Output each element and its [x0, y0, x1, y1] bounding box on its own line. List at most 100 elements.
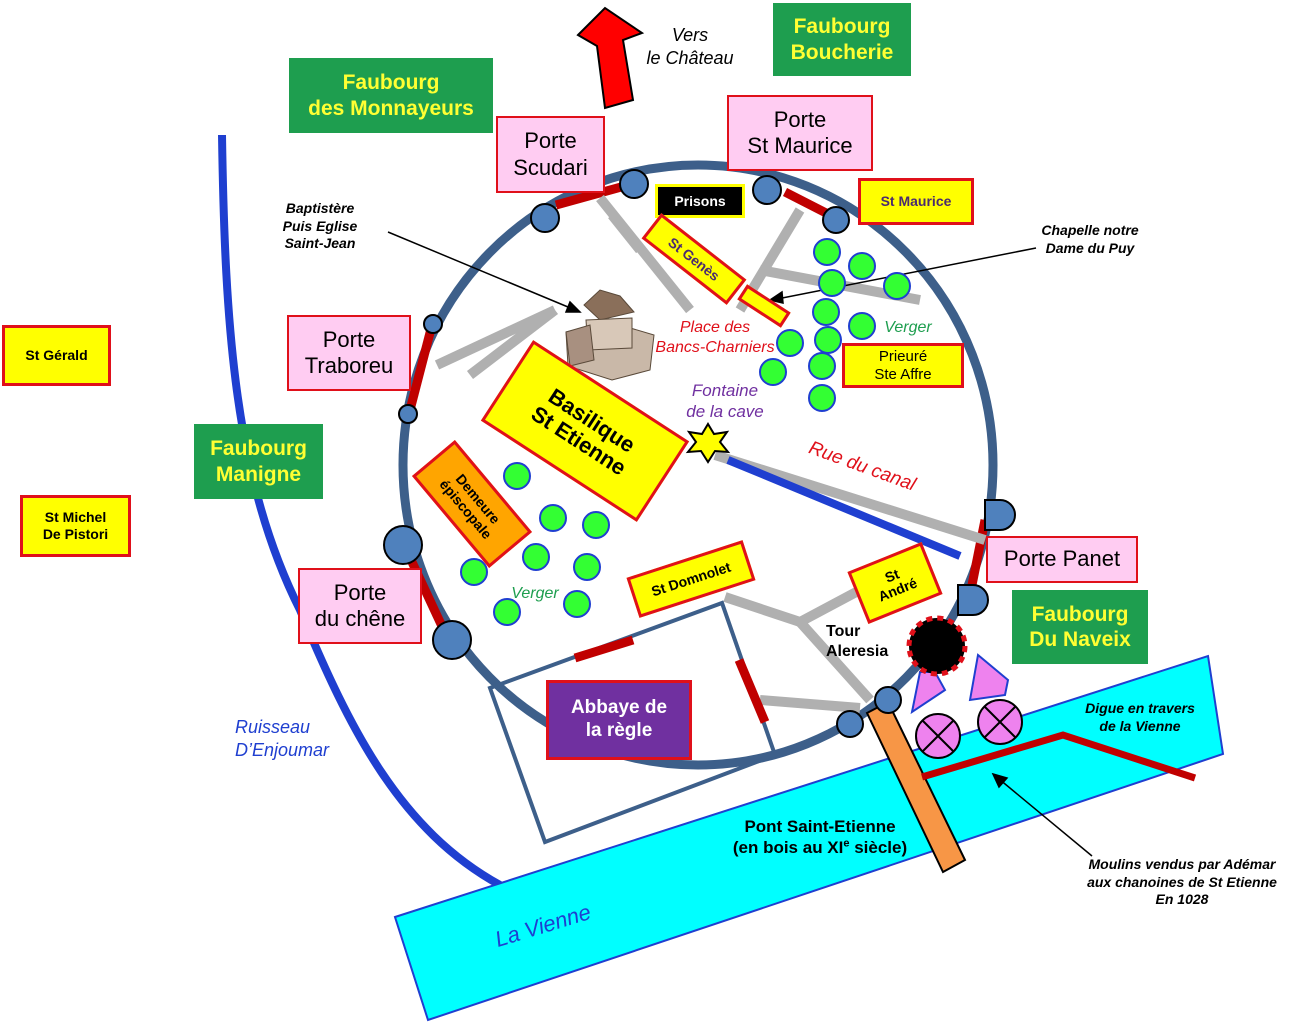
- porte-panet: Porte Panet: [986, 536, 1138, 583]
- label-line: Tour: [826, 623, 861, 640]
- label-line: Porte: [524, 128, 577, 154]
- label-line: D’Enjoumar: [235, 739, 330, 760]
- faubourg-boucherie: Faubourg Boucherie: [773, 3, 911, 76]
- gate-segment-scudari: [554, 179, 634, 210]
- label-line: St Gérald: [25, 347, 88, 364]
- tree: [818, 269, 846, 297]
- tree: [503, 462, 531, 490]
- ruisseau-enjoumar-label: Ruisseau D’Enjoumar: [235, 716, 353, 761]
- label-line: des Monnayeurs: [308, 96, 474, 120]
- moulins-label: Moulins vendus par Adémar aux chanoines …: [1072, 856, 1292, 909]
- label-line: Puis Eglise: [282, 217, 358, 234]
- label-line: Chapelle notre: [1041, 222, 1139, 238]
- tour-aleresia-label: Tour Aleresia: [826, 622, 896, 662]
- label-line: Porte: [322, 326, 376, 352]
- label-line: Dame du Puy: [1045, 239, 1135, 256]
- tree: [808, 352, 836, 380]
- tower: [874, 686, 902, 714]
- ruisseau-enjoumar-stream: [218, 134, 502, 889]
- st-michel-de-pistori: St Michel De Pistori: [20, 495, 131, 557]
- tree: [883, 272, 911, 300]
- label-line: Verger: [884, 319, 932, 336]
- label-part: (en bois au XI: [732, 838, 844, 858]
- baptistere-pointer: [387, 231, 581, 313]
- moulins-pointer: [992, 773, 1093, 857]
- tower: [619, 169, 649, 199]
- vers-le-chateau-label: Vers le Château: [640, 24, 740, 69]
- label-line: Verger: [511, 585, 559, 602]
- label-line: Vers: [671, 25, 709, 45]
- tower: [957, 584, 989, 616]
- label-line: Fontaine: [691, 381, 759, 400]
- prieure-ste-affre: Prieuré Ste Affre: [842, 343, 964, 388]
- street-south-3: [759, 695, 861, 713]
- gate-segment-panet: [965, 519, 990, 596]
- verger-label-1: Verger: [878, 318, 938, 338]
- tree: [460, 558, 488, 586]
- label-line: Prieuré: [878, 347, 928, 365]
- tower: [530, 203, 560, 233]
- place-bancs-charniers-label: Place des Bancs-Charniers: [650, 318, 780, 358]
- abbaye-de-la-regle: Abbaye de la règle: [546, 680, 692, 760]
- label-line: Porte: [333, 579, 387, 605]
- label-line: Aleresia: [826, 643, 889, 660]
- st-maurice-church: St Maurice: [858, 178, 974, 225]
- city-wall: [398, 160, 998, 770]
- tower: [836, 710, 864, 738]
- label-line: Prisons: [674, 192, 726, 209]
- label-line: André: [875, 574, 920, 605]
- porte-scudari: Porte Scudari: [496, 116, 605, 193]
- label-line: Porte: [773, 106, 827, 132]
- label-line: Ste Affre: [874, 365, 932, 383]
- moulin-2: [968, 653, 1023, 745]
- tree: [573, 553, 601, 581]
- street-north-2: [608, 211, 644, 254]
- label-line: Place des: [679, 319, 751, 336]
- label-line: St Maurice: [747, 133, 853, 158]
- faubourg-manigne: Faubourg Manigne: [194, 424, 323, 499]
- label-line: Ruisseau: [235, 717, 311, 737]
- gate-segment-traboreu: [405, 323, 437, 412]
- abbaye-wall-red-1: [573, 635, 635, 663]
- label-line: De Pistori: [42, 526, 109, 542]
- tower: [423, 314, 443, 334]
- tree: [848, 252, 876, 280]
- porte-st-maurice: Porte St Maurice: [727, 95, 873, 171]
- label-line: (en bois au XIe siècle): [720, 837, 920, 858]
- label-line: Moulins vendus par Adémar: [1088, 856, 1276, 872]
- label-line: En 1028: [1155, 891, 1209, 907]
- faubourg-monnayeurs: Faubourg des Monnayeurs: [289, 58, 493, 133]
- tower: [432, 620, 472, 660]
- label-line: de la Vienne: [1099, 717, 1181, 734]
- tree: [759, 358, 787, 386]
- tree: [808, 384, 836, 412]
- canal: [726, 456, 962, 560]
- label-line: St Michel: [44, 509, 107, 526]
- label-line: Scudari: [513, 154, 588, 180]
- tower: [398, 404, 418, 424]
- wall-towers: [383, 169, 1016, 738]
- digue-label: Digue en travers de la Vienne: [1072, 700, 1208, 735]
- digue: [921, 731, 1197, 782]
- chapelle-notre-dame-label: Chapelle notre Dame du Puy: [1030, 222, 1150, 257]
- label-part: e: [843, 837, 850, 850]
- tree: [812, 298, 840, 326]
- label-line: Boucherie: [790, 40, 894, 64]
- tree: [539, 504, 567, 532]
- label-line: Abbaye de: [570, 697, 668, 719]
- label-line: Pont Saint-Etienne: [744, 817, 896, 836]
- street-south-1: [723, 585, 863, 628]
- label-line: Faubourg: [1031, 602, 1129, 626]
- label-line: Saint-Jean: [284, 235, 356, 251]
- label-line: du chêne: [314, 606, 406, 631]
- label-line: Digue en travers: [1085, 700, 1195, 716]
- fontaine-star-icon: [685, 422, 731, 464]
- tree: [776, 329, 804, 357]
- tree: [493, 598, 521, 626]
- label-line: Du Naveix: [1029, 628, 1131, 651]
- porte-du-chene: Porte du chêne: [298, 568, 422, 644]
- gate-segment-st-maurice: [782, 187, 833, 220]
- label-line: St Maurice: [880, 193, 952, 210]
- fontaine-de-la-cave-label: Fontaine de la cave: [670, 380, 780, 423]
